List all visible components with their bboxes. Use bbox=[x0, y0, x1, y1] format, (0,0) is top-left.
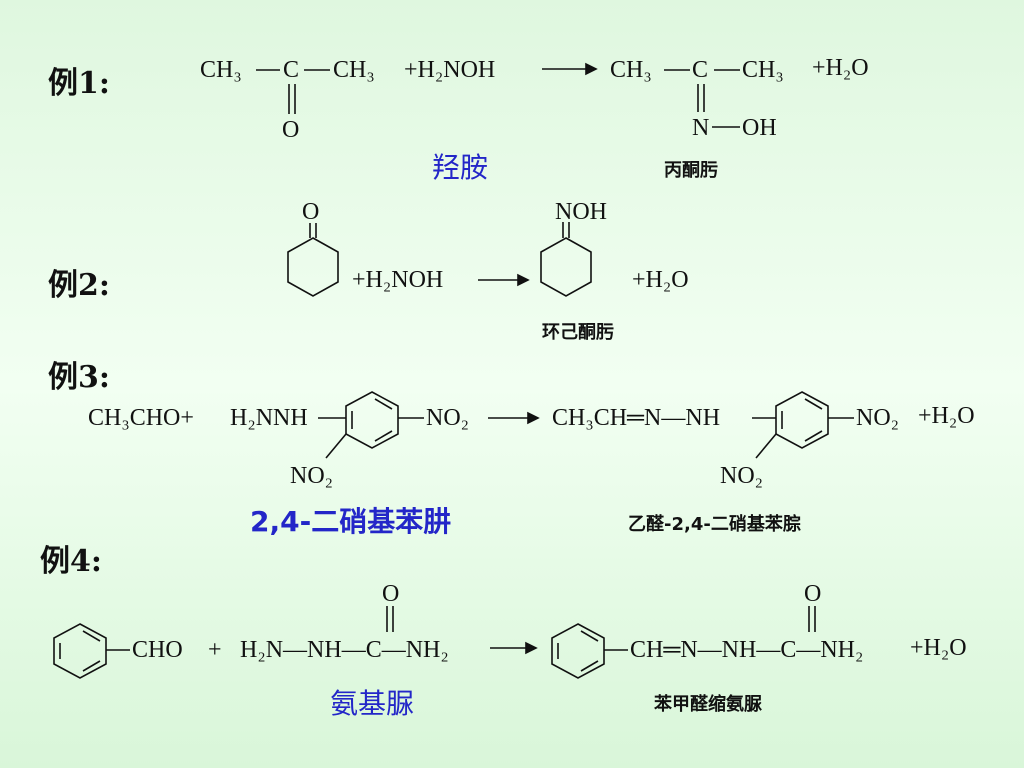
ex3-reactant-aldehyde: CH₃CHO+ bbox=[88, 405, 194, 431]
ex3-reagent-name: 2,4-二硝基苯肼 bbox=[250, 505, 452, 538]
bond bbox=[580, 630, 599, 642]
ex3-reactant-no2-bottom: NO₂ bbox=[290, 463, 334, 489]
example-2-label: 例2: bbox=[48, 268, 110, 303]
ex2-byproduct: +H₂O bbox=[632, 267, 689, 293]
ex3-product-no2-bottom: NO₂ bbox=[720, 463, 764, 489]
ex1-product-ch3-left: CH₃ bbox=[610, 57, 652, 83]
arrow-head bbox=[585, 62, 598, 76]
ex3-byproduct: +H₂O bbox=[918, 403, 975, 429]
ex4-product-chain: CH═N—NH—C—NH₂ bbox=[630, 637, 864, 663]
bond bbox=[325, 433, 347, 459]
ex3-product-chain: CH₃CH═N—NH bbox=[552, 405, 721, 431]
ex2-reagent: +H₂NOH bbox=[352, 267, 444, 293]
bond bbox=[374, 430, 393, 442]
ex4-reagent-name: 氨基脲 bbox=[330, 687, 415, 720]
cyclohexane-ring bbox=[540, 237, 592, 297]
example-3-label: 例3: bbox=[48, 360, 110, 395]
ex2-product-noh: NOH bbox=[555, 199, 607, 225]
ex1-product-ch3-right: CH₃ bbox=[742, 57, 784, 83]
ex1-byproduct: +H₂O bbox=[812, 55, 869, 81]
cyclohexane-ring bbox=[287, 237, 339, 297]
ex1-reagent-name: 羟胺 bbox=[432, 151, 489, 184]
ex1-product-oh: OH bbox=[742, 115, 777, 141]
ex4-byproduct: +H₂O bbox=[910, 635, 967, 661]
ex2-product-name: 环己酮肟 bbox=[542, 322, 614, 343]
ex1-reactant-ch3-right: CH₃ bbox=[333, 57, 375, 83]
example-1-label: 例1: bbox=[48, 66, 110, 101]
ex3-product-name: 乙醛-2,4-二硝基苯腙 bbox=[628, 514, 801, 535]
ex4-reactant-chain: H₂N—NH—C—NH₂ bbox=[240, 637, 449, 663]
ex1-reactant-oxygen: O bbox=[282, 117, 300, 143]
bond bbox=[82, 660, 101, 672]
arrow-head bbox=[517, 273, 530, 287]
arrow-head bbox=[525, 641, 538, 655]
ex4-reactant-oxygen: O bbox=[382, 581, 400, 607]
benzene-ring bbox=[775, 391, 829, 449]
benzene-ring bbox=[53, 623, 107, 679]
ex3-product-no2-right: NO₂ bbox=[856, 405, 900, 431]
bond bbox=[804, 430, 823, 442]
ex4-reactant-cho: CHO bbox=[132, 637, 183, 663]
arrow-head bbox=[527, 411, 540, 425]
ex3-reactant-no2-right: NO₂ bbox=[426, 405, 470, 431]
ex1-product-name: 丙酮肟 bbox=[664, 160, 718, 181]
example-4-label: 例4: bbox=[40, 544, 102, 579]
ex1-reactant-carbon: C bbox=[283, 57, 300, 83]
ex4-product-name: 苯甲醛缩氨脲 bbox=[654, 694, 762, 715]
ex4-plus: + bbox=[208, 637, 222, 663]
bond bbox=[755, 433, 777, 459]
ex3-reactant-hydrazine: H₂NNH bbox=[230, 405, 308, 431]
ex1-product-carbon: C bbox=[692, 57, 709, 83]
benzene-ring bbox=[345, 391, 399, 449]
benzene-ring bbox=[551, 623, 605, 679]
ex1-reactant-ch3-left: CH₃ bbox=[200, 57, 242, 83]
ex4-product-oxygen: O bbox=[804, 581, 822, 607]
bond bbox=[82, 630, 101, 642]
ex2-reactant-oxygen: O bbox=[302, 199, 320, 225]
bond bbox=[804, 398, 823, 410]
ex1-reagent: +H₂NOH bbox=[404, 57, 496, 83]
bond bbox=[580, 660, 599, 672]
bond bbox=[374, 398, 393, 410]
ex1-product-nitrogen: N bbox=[692, 115, 710, 141]
